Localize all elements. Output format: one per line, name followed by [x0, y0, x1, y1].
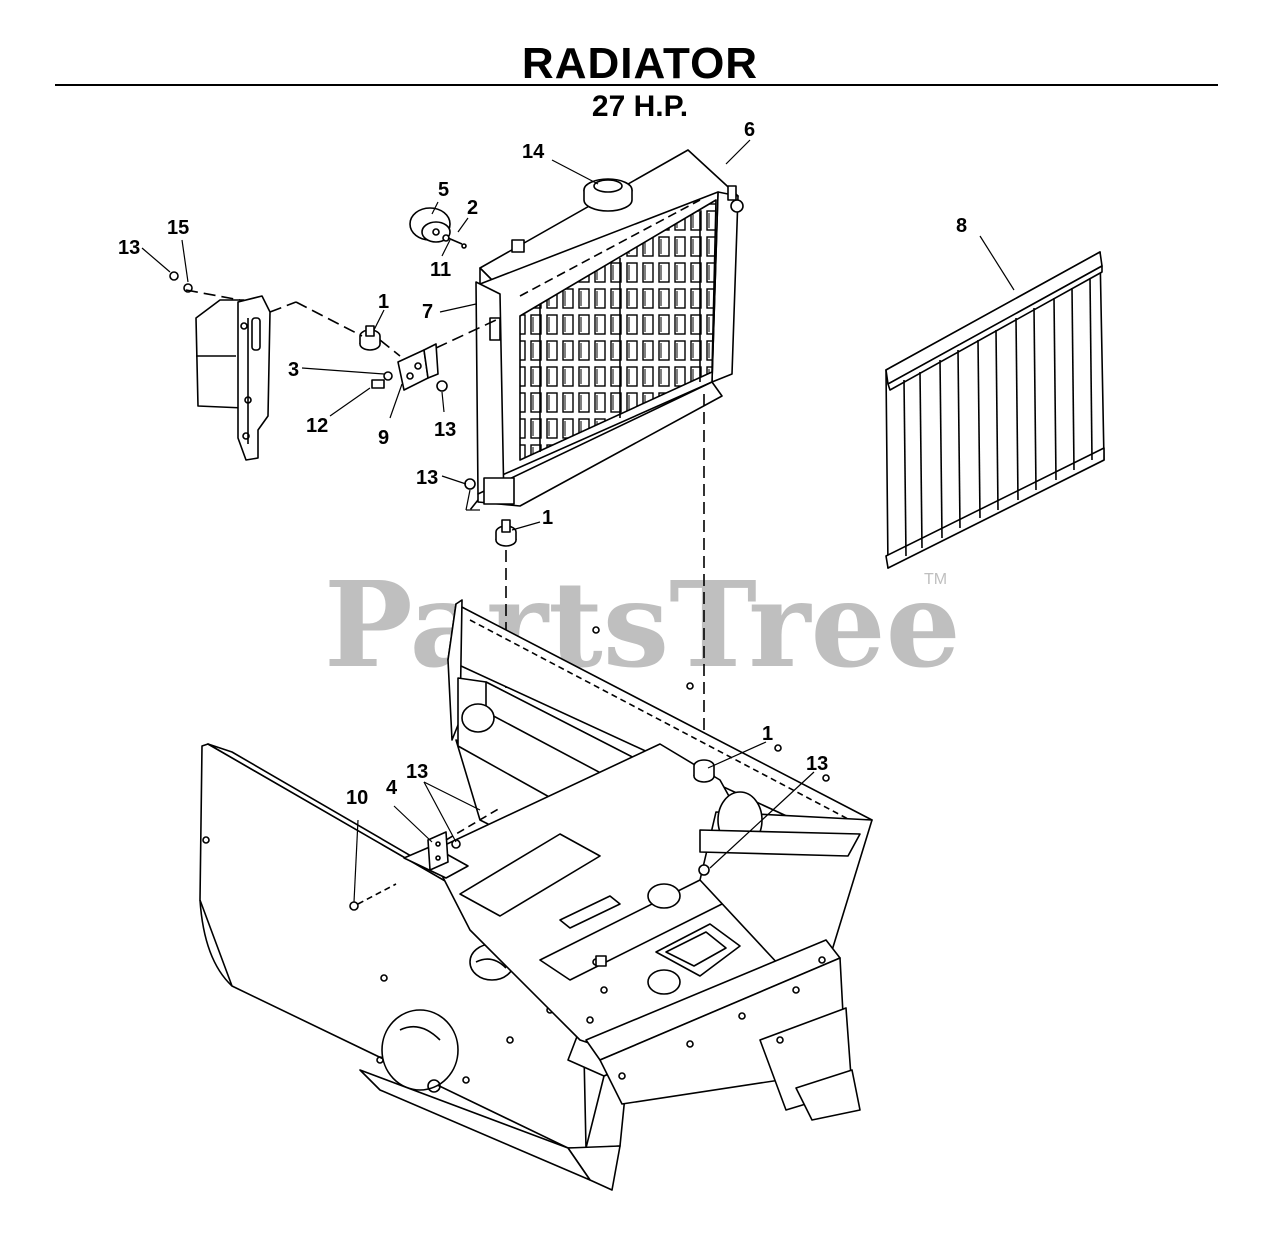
callout-15: 15 [167, 217, 189, 239]
callout-1-frame: 1 [762, 723, 773, 745]
callout-13-frame-left: 13 [406, 761, 428, 783]
callout-13-upper-left: 13 [118, 237, 140, 259]
coupling-hub [409, 207, 467, 249]
callout-13-frame-right: 13 [806, 753, 828, 775]
radiator-cap [583, 178, 633, 212]
callout-13-bracket: 13 [434, 419, 456, 441]
isolator-mount-upper [359, 325, 381, 351]
page-title: RADIATOR [521, 39, 759, 88]
callout-3: 3 [288, 359, 299, 381]
callout-8: 8 [956, 215, 967, 237]
frame-bracket [427, 807, 501, 871]
mounting-bracket [397, 343, 439, 391]
watermark-trademark: TM [924, 571, 947, 588]
callout-7: 7 [422, 301, 433, 323]
isolator-mount-frame [693, 759, 715, 876]
isolator-mount-lower [464, 478, 517, 547]
hardware-bracket [371, 371, 448, 392]
callout-13-radiator: 13 [416, 467, 438, 489]
callout-2: 2 [467, 197, 478, 219]
callout-labels: 14 6 5 2 15 13 11 8 1 7 3 12 9 13 13 1 1… [118, 119, 967, 809]
callout-9: 9 [378, 427, 389, 449]
callout-10: 10 [346, 787, 368, 809]
nut-washer-13 [169, 271, 179, 281]
chassis-frame [199, 599, 873, 1191]
title-rule [55, 84, 1218, 86]
callout-1-radiator: 1 [542, 507, 553, 529]
watermark: PartsTree TM [324, 555, 961, 694]
radiator-core [475, 149, 744, 507]
watermark-text: PartsTree [324, 555, 961, 694]
callout-4: 4 [386, 777, 398, 799]
callout-6: 6 [744, 119, 755, 141]
leader-lines [141, 139, 1015, 903]
page-subtitle: 27 H.P. [591, 90, 689, 123]
callout-11: 11 [430, 259, 451, 281]
callout-12: 12 [306, 415, 328, 437]
radiator-screen [885, 251, 1105, 569]
callout-1-upper: 1 [378, 291, 389, 313]
callout-5: 5 [438, 179, 449, 201]
callout-14: 14 [522, 141, 545, 163]
side-shroud-panel [195, 295, 271, 461]
